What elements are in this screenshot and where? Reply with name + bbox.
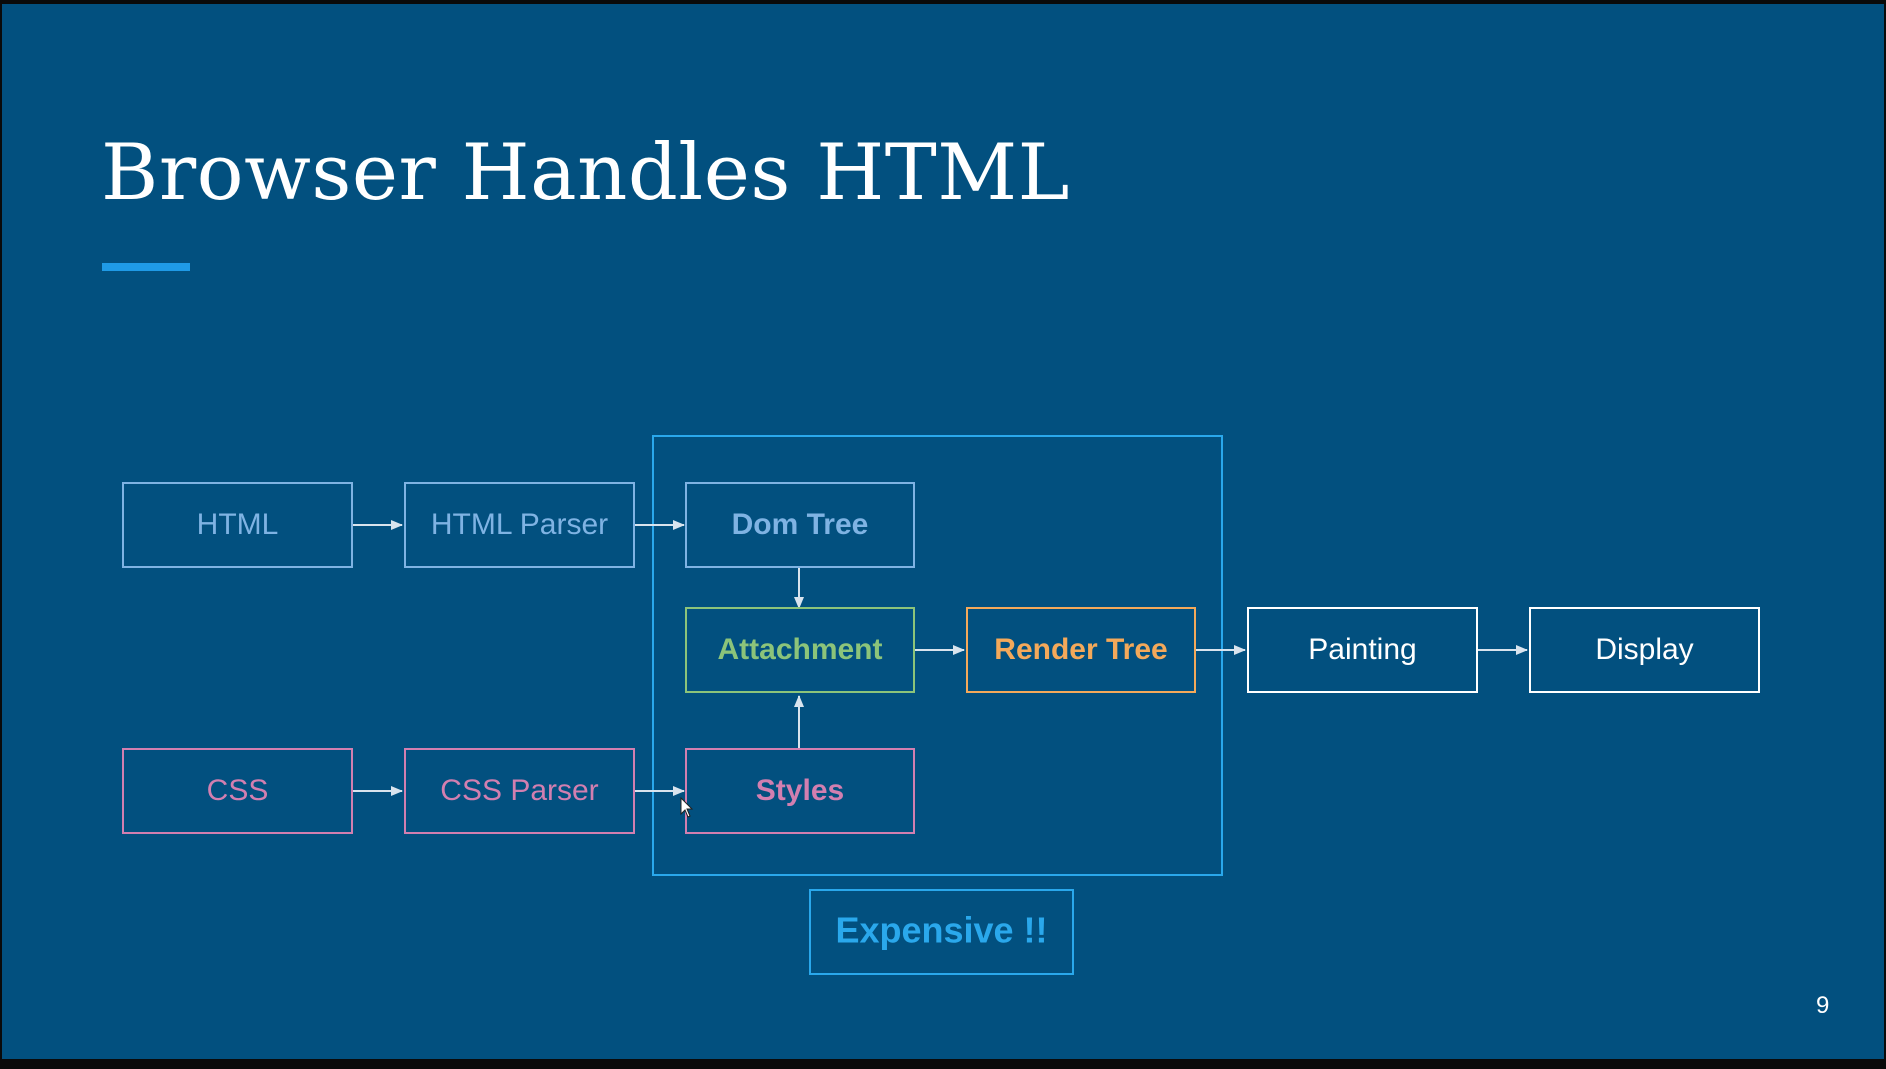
node-html-label: HTML (197, 508, 279, 541)
node-html-parser: HTML Parser (404, 482, 635, 568)
node-attachment: Attachment (685, 607, 915, 693)
mouse-cursor-icon (680, 796, 694, 818)
connectors (352, 520, 1528, 796)
expensive-region-boundary (652, 435, 1223, 876)
node-css: CSS (122, 748, 353, 834)
expensive-callout-label: Expensive !! (835, 910, 1047, 951)
node-html-parser-label: HTML Parser (431, 508, 608, 541)
node-painting: Painting (1247, 607, 1478, 693)
slide: Browser Handles HTML HTML (2, 4, 1884, 1059)
node-css-label: CSS (207, 774, 269, 807)
slide-title: Browser Handles HTML (101, 128, 1070, 218)
node-styles-label: Styles (756, 774, 844, 807)
expensive-callout: Expensive !! (809, 889, 1074, 975)
page-number: 9 (1816, 992, 1830, 1019)
node-render-tree: Render Tree (966, 607, 1196, 693)
node-dom-tree-label: Dom Tree (732, 508, 869, 541)
node-html: HTML (122, 482, 353, 568)
node-css-parser: CSS Parser (404, 748, 635, 834)
rendering-pipeline-diagram: HTML HTML Parser Dom Tree Attachment Ren… (122, 435, 1760, 975)
title-accent-bar (102, 263, 190, 271)
node-styles: Styles (685, 748, 915, 834)
node-attachment-label: Attachment (717, 633, 882, 666)
node-display-label: Display (1595, 633, 1693, 666)
node-css-parser-label: CSS Parser (440, 774, 598, 807)
node-dom-tree: Dom Tree (685, 482, 915, 568)
node-render-tree-label: Render Tree (994, 633, 1167, 666)
node-display: Display (1529, 607, 1760, 693)
node-painting-label: Painting (1308, 633, 1416, 666)
